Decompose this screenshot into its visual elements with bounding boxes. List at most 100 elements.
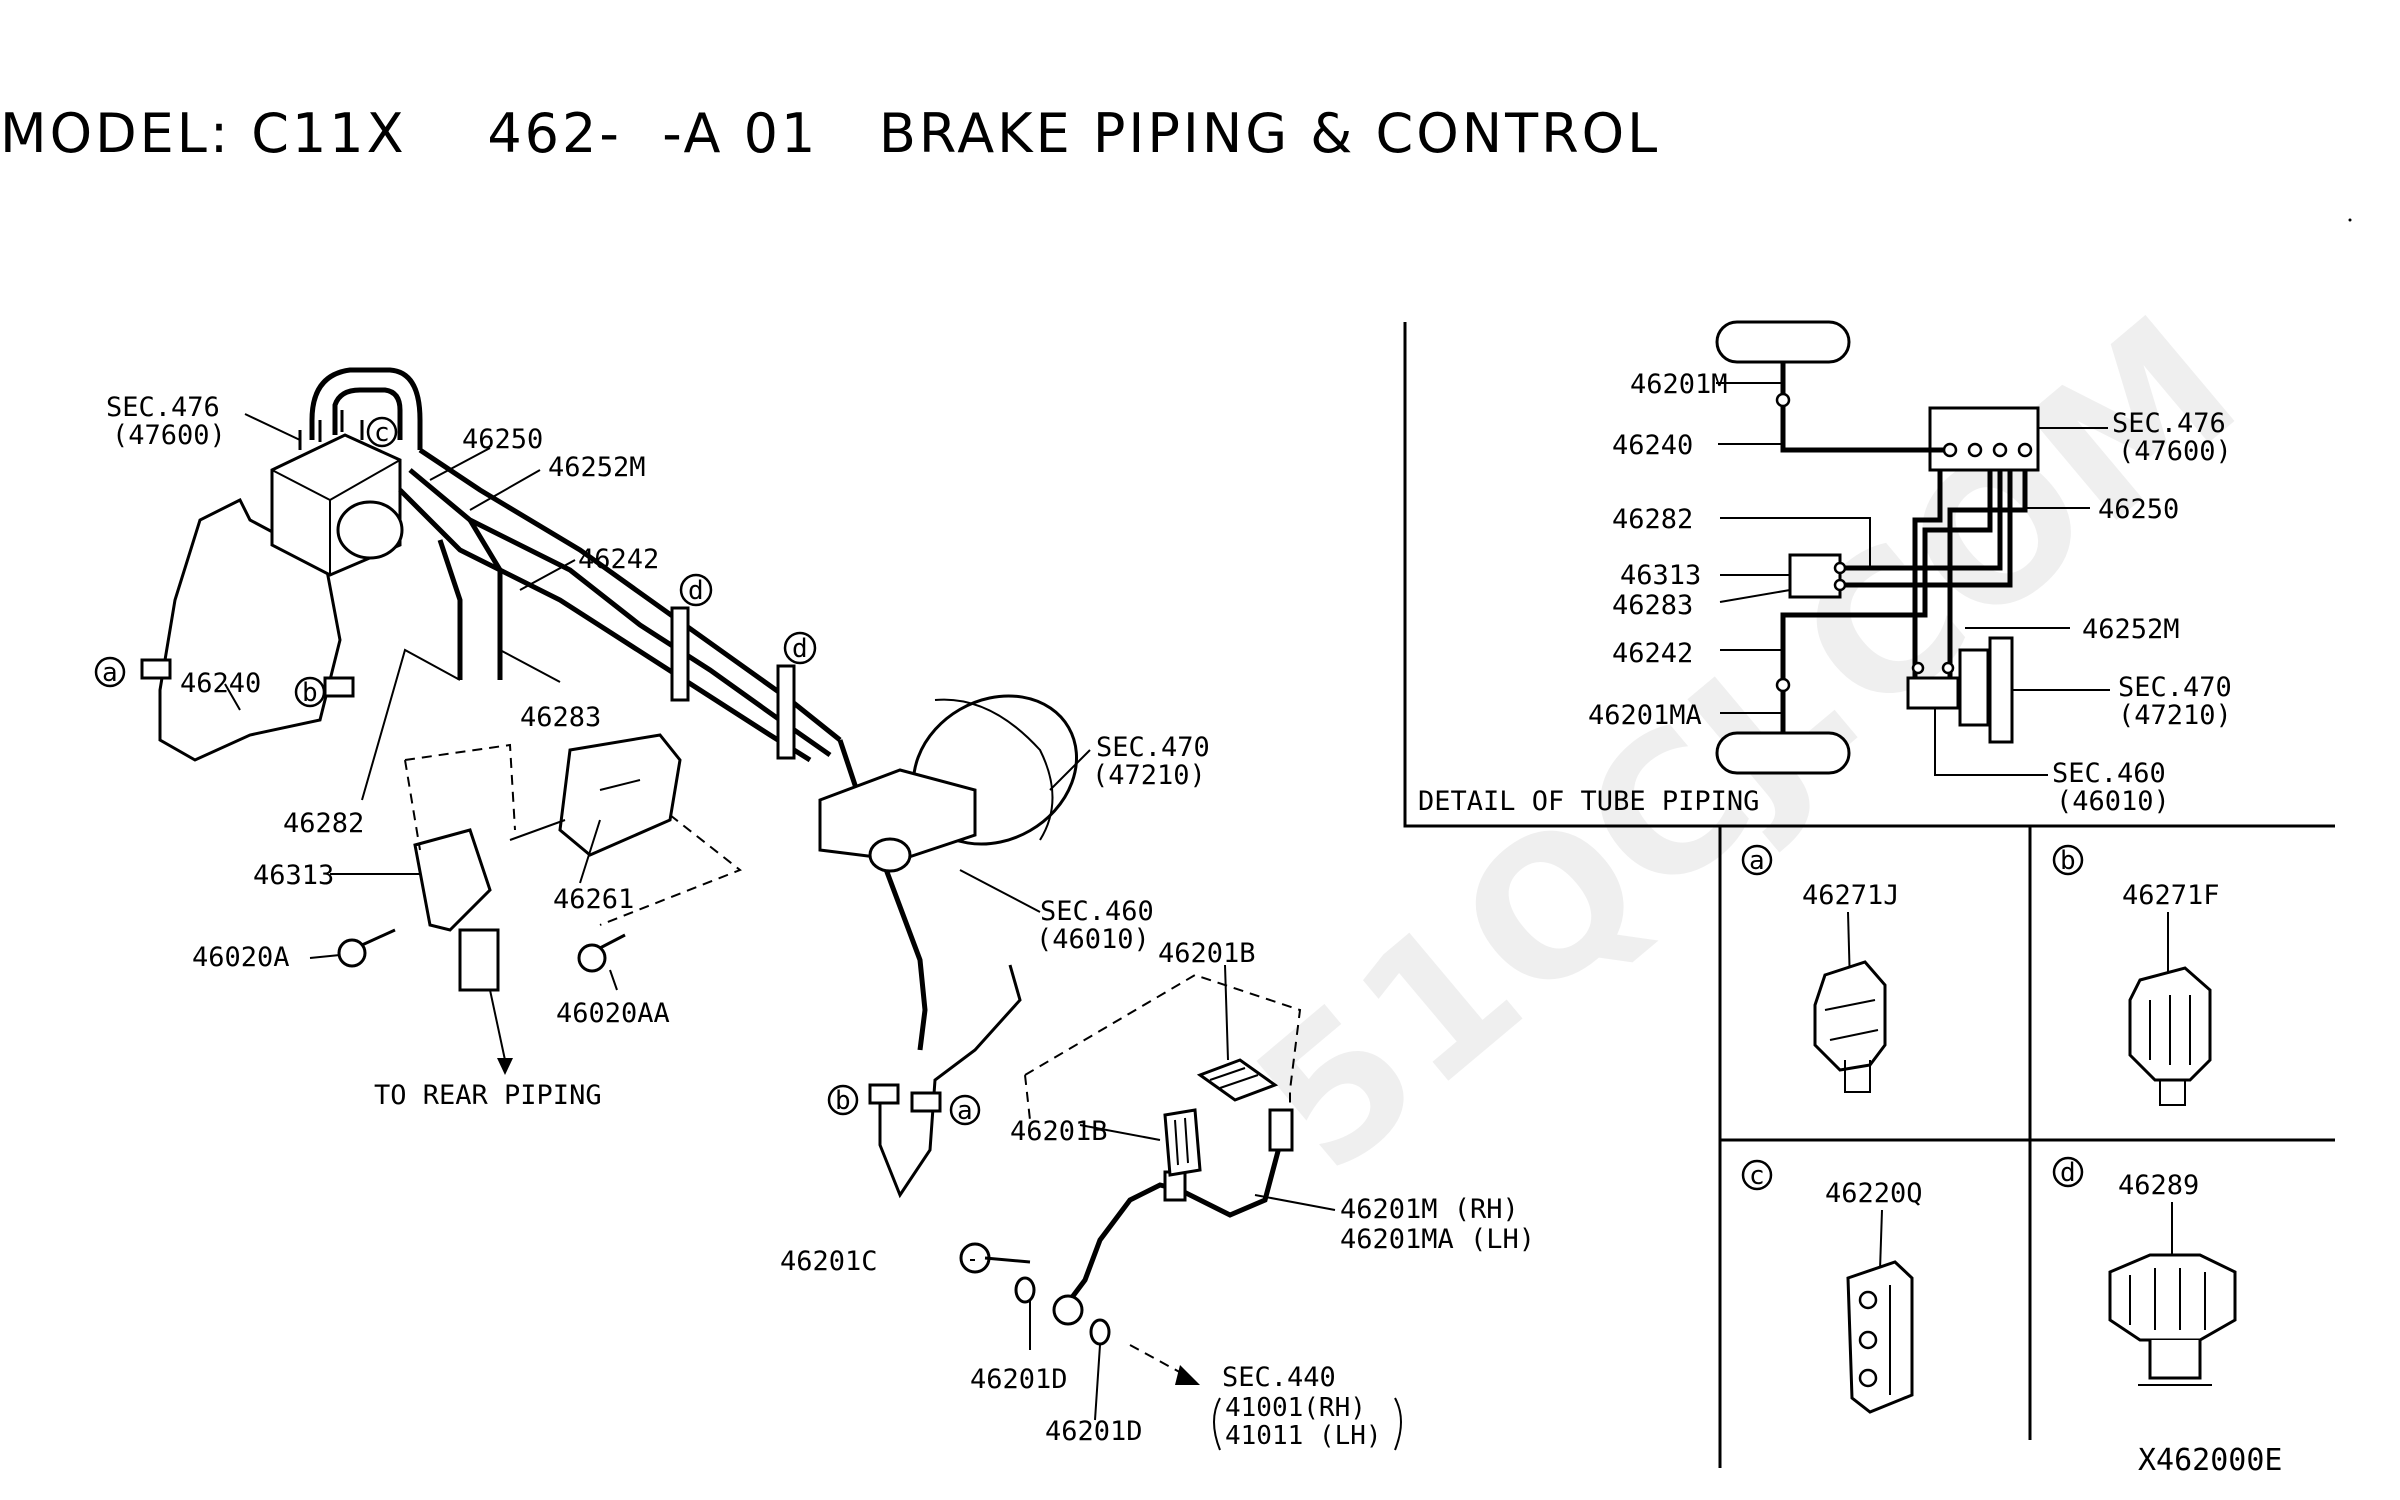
svg-text:c: c	[374, 418, 390, 448]
clip-panel-c-part: 46220Q	[1825, 1178, 1923, 1209]
clip-d-plate-2	[776, 664, 796, 760]
pipe-loop-inner	[332, 387, 403, 440]
label-47600: (47600)	[112, 420, 226, 451]
label-46201D-b: 46201D	[1045, 1416, 1143, 1447]
label-sec476: SEC.476	[106, 392, 220, 423]
clip-panel-c-letter: c	[1749, 1161, 1765, 1191]
label-46020A: 46020A	[192, 942, 290, 973]
detail-tube-piping-panel: 46201M 46240 46282 46313 46283 46242 462…	[1403, 320, 2335, 828]
lock-plate-46201B-top	[1196, 1058, 1279, 1102]
detail-label-46010: (46010)	[2056, 786, 2170, 817]
clip-marker-b-left: b	[294, 676, 326, 708]
detail-label-46282: 46282	[1612, 504, 1693, 535]
front-lower-bracket	[878, 964, 1022, 1199]
svg-text:a: a	[102, 658, 118, 688]
clip-detail-grid: a 46271J b 46271F c 46220Q	[1718, 826, 2335, 1468]
bolt-46020AA	[577, 933, 626, 973]
detail-label-46201M: 46201M	[1630, 369, 1728, 400]
label-46201D-a: 46201D	[970, 1364, 1068, 1395]
label-46313: 46313	[253, 860, 334, 891]
detail-caption: DETAIL OF TUBE PIPING	[1418, 786, 1759, 817]
svg-text:b: b	[302, 678, 318, 708]
detail-label-sec476: SEC.476	[2112, 408, 2226, 439]
pipe-down-46283	[467, 518, 503, 680]
brake-booster	[818, 694, 1079, 873]
clip-panel-b-part: 46271F	[2122, 880, 2220, 911]
dashed-guide-hose	[1024, 973, 1302, 1121]
main-exploded-view: c d d a b b a SE	[94, 367, 1535, 1451]
clip-marker-d-1: d	[679, 573, 713, 607]
clip-46220Q-shape	[1846, 1260, 1914, 1414]
label-41001: 41001(RH)	[1225, 1393, 1366, 1423]
detail-label-46242: 46242	[1612, 638, 1693, 669]
detail-tube-46240	[1780, 362, 1945, 453]
label-sec470: SEC.470	[1096, 732, 1210, 763]
label-46261: 46261	[553, 884, 634, 915]
pipe-down-46282	[437, 539, 463, 680]
clip-panel-b-letter: b	[2060, 846, 2076, 876]
label-46201B-bottom: 46201B	[1010, 1116, 1108, 1147]
detail-label-47600: (47600)	[2118, 436, 2232, 467]
label-46201C: 46201C	[780, 1246, 878, 1277]
clip-marker-d-2: d	[783, 631, 817, 665]
clip-panel-d-part: 46289	[2118, 1170, 2199, 1201]
caliper-arrow	[1129, 1344, 1186, 1376]
detail-master-cylinder	[1906, 676, 1960, 710]
label-sec440: SEC.440	[1222, 1362, 1336, 1393]
detail-label-sec470: SEC.470	[2118, 672, 2232, 703]
to-rear-arrow	[489, 989, 506, 1061]
detail-tube-46250	[1947, 470, 2028, 678]
detail-leader-lines	[1716, 382, 2110, 776]
dashed-guide-right	[599, 814, 742, 926]
clip-panel-b: b 46271F	[2052, 844, 2220, 1106]
clip-marker-c: c	[366, 416, 398, 448]
label-46252M: 46252M	[548, 452, 646, 483]
label-46250: 46250	[462, 424, 543, 455]
pipe-loop-upper	[309, 367, 423, 450]
clip-panel-d: d 46289	[2052, 1156, 2237, 1386]
bolt-46201C	[959, 1242, 1031, 1274]
detail-tube-46282	[1840, 470, 2003, 571]
detail-label-46252M: 46252M	[2082, 614, 2180, 645]
label-46283: 46283	[520, 702, 601, 733]
detail-label-46250: 46250	[2098, 494, 2179, 525]
detail-label-46283: 46283	[1612, 590, 1693, 621]
svg-text:b: b	[835, 1086, 851, 1116]
label-46242: 46242	[578, 544, 659, 575]
label-to-rear-piping: TO REAR PIPING	[374, 1080, 602, 1111]
clip-46271J-shape	[1813, 960, 1887, 1072]
pipe-46252M	[408, 468, 832, 758]
detail-front-wheel-top	[1715, 320, 1851, 364]
lock-plate-46201B-bottom	[1163, 1108, 1202, 1177]
detail-label-47210: (47210)	[2118, 700, 2232, 731]
page-title: MODEL: C11X 462- -A 01 BRAKE PIPING & CO…	[0, 102, 1660, 165]
bolt-46020A	[337, 928, 396, 968]
clip-panel-a-letter: a	[1749, 846, 1765, 876]
svg-text:a: a	[957, 1096, 973, 1126]
clip-panel-d-letter: d	[2060, 1158, 2076, 1188]
detail-front-wheel-bottom	[1715, 731, 1851, 775]
leader-lines-main	[224, 413, 1336, 1421]
clip-marker-a-left: a	[94, 656, 126, 688]
label-46240: 46240	[180, 668, 261, 699]
section-name: BRAKE PIPING & CONTROL	[878, 102, 1661, 165]
detail-tube-46242	[1780, 470, 1993, 733]
label-46201B-top: 46201B	[1158, 938, 1256, 969]
figure-code: X462000E	[2138, 1443, 2283, 1478]
detail-label-46313: 46313	[1620, 560, 1701, 591]
clip-marker-b-front: b	[827, 1084, 859, 1116]
clip-panel-a: a 46271J	[1741, 844, 1900, 1093]
clip-d-plate-1	[670, 606, 690, 702]
svg-text:d: d	[688, 576, 704, 606]
clip-panel-c: c 46220Q	[1741, 1159, 1923, 1414]
label-46201MA-lh: 46201MA (LH)	[1340, 1224, 1535, 1255]
label-46201M-rh: 46201M (RH)	[1340, 1194, 1519, 1225]
clip-46289-shape	[2108, 1253, 2237, 1342]
bracket-46261	[558, 733, 682, 857]
detail-junction-box	[1788, 553, 1842, 599]
label-sec460: SEC.460	[1040, 896, 1154, 927]
clip-marker-a-front: a	[949, 1094, 981, 1126]
section-code: 462- -A 01	[487, 102, 819, 165]
pipe-46242	[398, 488, 812, 763]
